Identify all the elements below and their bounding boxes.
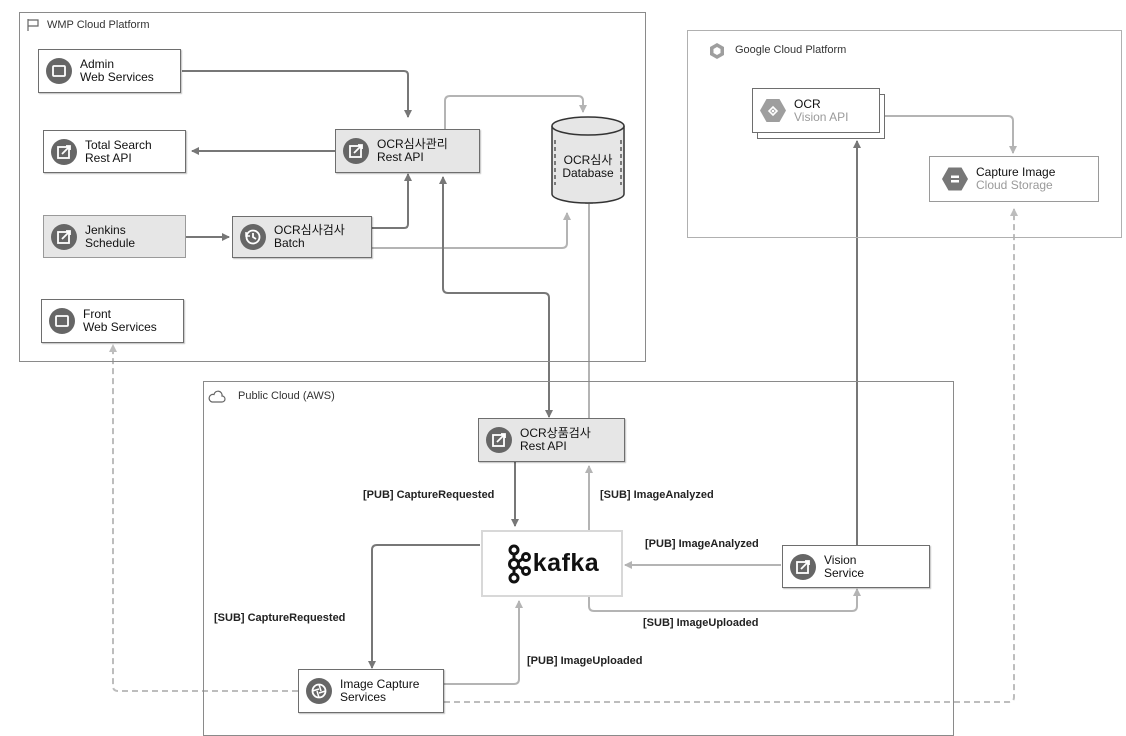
window-icon [49, 308, 75, 334]
edge-kafka-to-vision [588, 588, 861, 612]
edge-label-pub-image-uploaded: [PUB] ImageUploaded [527, 655, 643, 667]
node-label: Total Search Rest API [85, 137, 152, 165]
vision-service-node[interactable]: Vision Service [782, 545, 930, 588]
edge-ocr-api-to-storage [885, 115, 1017, 154]
clock-history-icon [240, 224, 266, 250]
camera-aperture-icon [306, 678, 332, 704]
kafka-label: kafka [532, 549, 600, 577]
node-subtitle: Vision API [794, 109, 849, 124]
jenkins-schedule-node[interactable]: Jenkins Schedule [43, 215, 186, 258]
node-label: OCR심사검사 Batch [274, 223, 345, 250]
edge-batch-to-database [372, 212, 571, 249]
kafka-broker-node[interactable]: kafka [481, 530, 623, 597]
admin-web-services-node[interactable]: Admin Web Services [38, 49, 181, 93]
edge-batch-to-ocr-manage [372, 173, 412, 229]
cloud-storage-icon [942, 167, 968, 191]
external-link-icon [790, 553, 816, 580]
kafka-logo-icon [507, 544, 531, 583]
region-title: WMP Cloud Platform [47, 19, 150, 31]
region-title: Public Cloud (AWS) [238, 390, 335, 402]
node-label: Front Web Services [83, 307, 157, 334]
ocr-batch-node[interactable]: OCR심사검사 Batch [232, 216, 372, 258]
edge-image-capture-to-front [109, 344, 298, 692]
external-link-icon [486, 427, 512, 453]
window-icon [46, 58, 72, 84]
region-google-cloud-platform: Google Cloud Platform [687, 30, 1122, 238]
edge-ocr-manage-to-ocr-product [439, 176, 553, 418]
node-label: Image Capture Services [340, 677, 420, 704]
edge-label-pub-image-analyzed: [PUB] ImageAnalyzed [645, 538, 759, 550]
ocr-manage-node[interactable]: OCR심사관리 Rest API [335, 129, 480, 173]
edge-image-capture-to-kafka [444, 600, 523, 685]
edge-kafka-to-image-capture [368, 544, 480, 669]
vision-api-icon [760, 99, 786, 122]
edge-label-sub-image-uploaded: [SUB] ImageUploaded [643, 617, 759, 629]
flag-icon [27, 19, 39, 31]
edge-admin-to-ocr-manage [182, 70, 412, 118]
total-search-node[interactable]: Total Search Rest API [43, 130, 186, 173]
ocr-database-label: OCR심사 Database [562, 153, 614, 180]
edge-label-pub-capture-requested: [PUB] CaptureRequested [363, 489, 495, 501]
front-web-services-node[interactable]: Front Web Services [41, 299, 184, 343]
node-subtitle: Cloud Storage [976, 178, 1053, 192]
edge-label-sub-image-analyzed: [SUB] ImageAnalyzed [600, 489, 714, 501]
node-title: OCR [794, 96, 821, 111]
edge-image-capture-to-storage [444, 208, 1018, 703]
cloud-icon [208, 390, 226, 403]
node-label: Vision Service [824, 552, 865, 580]
node-label: OCR심사관리 Rest API [377, 137, 448, 164]
external-link-icon [51, 223, 77, 250]
node-label: Admin Web Services [80, 57, 154, 84]
node-title: Capture Image [976, 165, 1056, 179]
external-link-icon [51, 138, 77, 165]
image-capture-services-node[interactable]: Image Capture Services [298, 669, 444, 713]
node-label: Jenkins Schedule [85, 222, 136, 250]
edge-ocr-manage-to-database [444, 95, 587, 129]
gcp-hexagon-icon [710, 43, 724, 59]
external-link-icon [343, 138, 369, 164]
region-wmp-cloud-platform: WMP Cloud Platform [19, 12, 646, 362]
ocr-product-node[interactable]: OCR상품검사 Rest API [478, 418, 625, 462]
edge-label-sub-capture-requested: [SUB] CaptureRequested [214, 612, 346, 624]
ocr-database-shape [551, 116, 625, 204]
node-label: OCR상품검사 Rest API [520, 426, 591, 453]
region-title: Google Cloud Platform [735, 44, 847, 56]
